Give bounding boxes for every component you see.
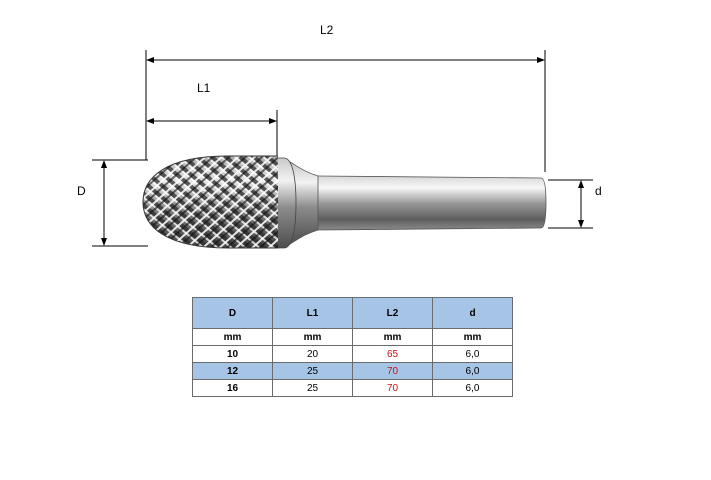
cell-l1: 25 [272,379,353,397]
dimension-drawing: L2 L1 D d [77,23,602,249]
cell-shank-d: 6,0 [432,379,513,397]
burr-shank [295,175,547,231]
d-head-label: D [77,184,86,198]
burr-head-outline [142,155,278,249]
burr-cutting-head [143,156,278,248]
l2-label: L2 [320,23,334,37]
unit-cell: mm [192,328,273,346]
cell-l1: 25 [272,362,353,380]
d-head-arrow-bottom [101,238,107,246]
cell-l2: 65 [352,345,433,363]
l2-dimension: L2 [145,23,546,172]
d-shank-arrow-top [578,180,584,188]
d-shank-arrow-bottom [578,220,584,228]
header-cell: d [432,297,513,329]
cell-d: 12 [192,362,273,380]
cell-shank-d: 6,0 [432,362,513,380]
cell-l2: 70 [352,362,433,380]
cell-d: 16 [192,379,273,397]
table-row: 10 20 65 6,0 [192,345,513,363]
l1-arrow-left [146,118,154,124]
l2-arrow-left [146,57,154,63]
d-shank-dimension: d [548,179,602,229]
unit-cell: mm [272,328,353,346]
specifications-table: D L1 L2 d mm mm mm mm 10 20 65 6,0 12 25… [192,297,513,397]
unit-cell: mm [352,328,433,346]
table-row: 16 25 70 6,0 [192,379,513,397]
cell-shank-d: 6,0 [432,345,513,363]
table-header-row: D L1 L2 d [192,297,513,329]
header-cell: D [192,297,273,329]
carbide-burr-illustration [142,155,547,249]
l1-dimension: L1 [146,81,278,156]
header-cell: L2 [352,297,433,329]
cell-d: 10 [192,345,273,363]
unit-cell: mm [432,328,513,346]
table-row: 12 25 70 6,0 [192,362,513,380]
l1-label: L1 [197,81,211,95]
d-shank-label: d [595,184,602,198]
burr-collar [273,157,297,249]
d-head-arrow-top [101,160,107,168]
l1-arrow-right [269,118,277,124]
header-cell: L1 [272,297,353,329]
table-units-row: mm mm mm mm [192,328,513,346]
cell-l2: 70 [352,379,433,397]
cell-l1: 20 [272,345,353,363]
l2-arrow-right [537,57,545,63]
d-head-dimension: D [77,159,148,247]
burr-neck [289,161,319,245]
